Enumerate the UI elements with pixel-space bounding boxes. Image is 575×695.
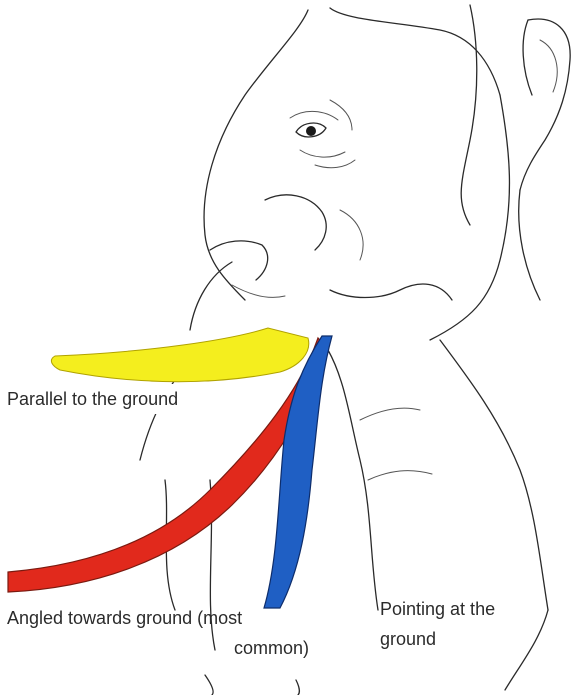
- label-angled-line1: Angled towards ground (most: [7, 608, 242, 628]
- label-angled: Angled towards ground (most common): [7, 603, 309, 663]
- parallel-tusk: [51, 328, 308, 382]
- eye: [290, 100, 355, 168]
- head-outline: [204, 5, 509, 340]
- label-angled-line2: common): [7, 633, 309, 663]
- pointing-tusk: [264, 336, 332, 608]
- label-pointing: Pointing at the ground: [380, 594, 550, 654]
- label-pointing-line2: ground: [380, 629, 436, 649]
- face-wrinkles: [190, 195, 452, 330]
- ear-outline: [519, 19, 570, 300]
- label-parallel: Parallel to the ground: [0, 384, 188, 414]
- label-pointing-line1: Pointing at the: [380, 599, 495, 619]
